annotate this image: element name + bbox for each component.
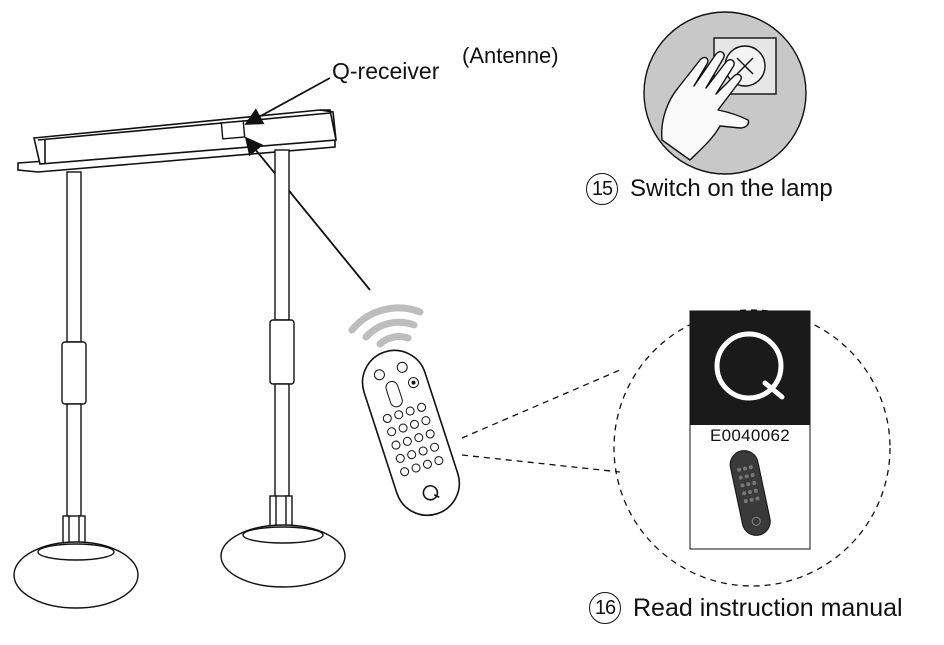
left-pendant: [13, 171, 139, 609]
signal-arrow: [244, 136, 371, 291]
step-number-badge: 16: [589, 592, 621, 624]
antenne-label: (Antenne): [462, 43, 559, 68]
step-number-badge: 15: [586, 173, 618, 205]
step-text: Switch on the lamp: [630, 175, 833, 202]
wifi-signal-icon: [348, 304, 424, 348]
step-switch-on: 15 Switch on the lamp: [586, 173, 833, 205]
switch-illustration: [643, 11, 807, 175]
remote-q-logo: [422, 484, 439, 501]
q-logo-icon: [714, 331, 784, 401]
manual-card-code: E0040062: [710, 426, 790, 445]
remote-control: [361, 349, 461, 517]
step-text: Read instruction manual: [633, 593, 903, 622]
card-remote-image: [729, 450, 771, 536]
q-receiver-box: [220, 120, 246, 140]
receiver-arrow: [244, 77, 331, 125]
zoom-callout: [461, 309, 891, 587]
hand-icon: [661, 51, 750, 161]
q-receiver-label: Q-receiver: [332, 58, 440, 84]
step-read-manual: 16 Read instruction manual: [589, 592, 903, 624]
right-pendant: [220, 149, 346, 588]
manual-card: [689, 310, 811, 550]
